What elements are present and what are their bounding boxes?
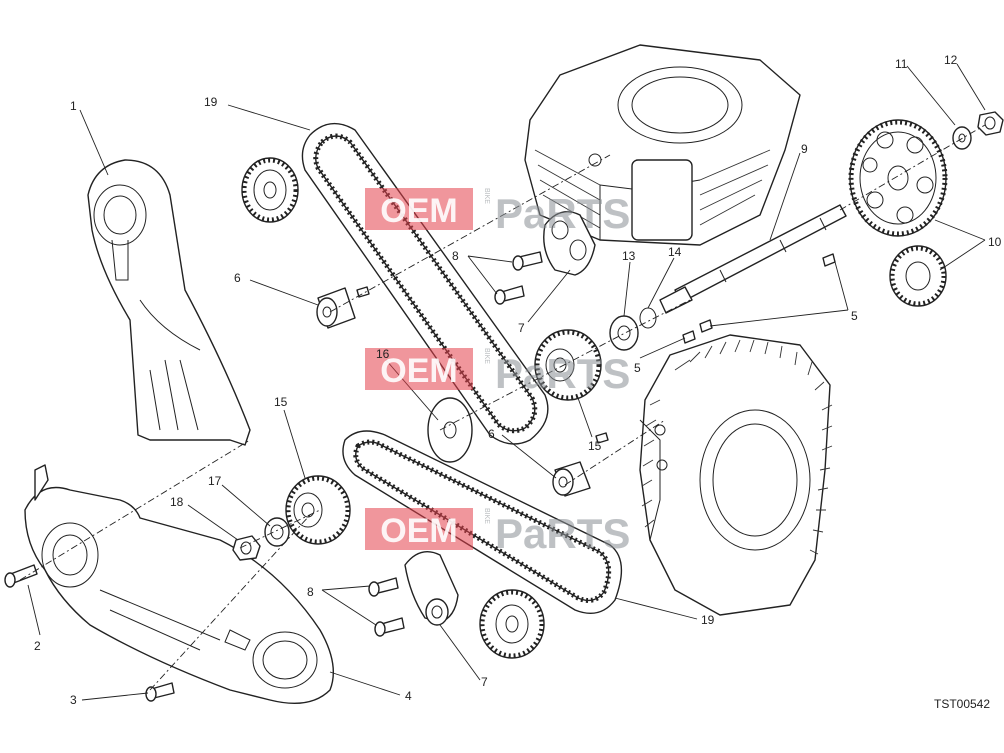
crank-pulley-upper [534,329,602,401]
svg-text:OEM: OEM [380,192,457,230]
callout-5-left: 5 [634,361,641,375]
watermark-lower: OEM BIKE PaRTS [365,508,630,557]
center-lines [19,124,986,691]
callout-11: 11 [895,57,908,71]
nut-12 [977,111,1004,136]
leader-lines [27,63,986,701]
cylinder-head [639,334,833,616]
washer-17 [264,517,290,547]
callout-8-lower: 8 [307,585,314,599]
timing-gear-small [889,245,947,307]
keys [682,253,836,344]
upper-belt-cover [87,159,251,446]
svg-text:BIKE: BIKE [483,508,490,524]
screws [4,251,609,702]
callout-15-upper: 15 [588,439,602,453]
svg-text:PaRTS: PaRTS [495,350,630,397]
tensioner-bracket-lower [404,551,459,626]
timing-belt-lower [342,430,623,614]
callout-12: 12 [944,53,958,67]
timing-gear-large [848,119,948,237]
tensioner-roller-upper [316,287,356,329]
watermark-upper: OEM BIKE PaRTS [365,188,630,237]
washer-13 [609,315,639,351]
timing-belt-upper [301,122,549,445]
watermark: OEM BIKE PaRTS OEM BIKE PaRTS OEM BIKE P… [365,188,630,557]
callout-7-upper: 7 [518,321,525,335]
camshaft-pulley-lower [479,589,545,659]
callout-13: 13 [622,249,636,263]
layshaft [659,204,847,314]
callout-6-lower: 6 [488,427,495,441]
reference-code: TST00542 [934,697,990,711]
callout-19-upper: 19 [204,95,218,109]
callout-4: 4 [405,689,412,703]
callout-15-lower: 15 [274,395,288,409]
svg-text:BIKE: BIKE [483,348,490,364]
callout-14: 14 [668,245,682,259]
tensioner-bracket-upper [543,211,596,276]
cylinder-block [524,44,801,246]
lower-belt-cover [24,464,335,705]
callout-10: 10 [988,235,1002,249]
callout-5-right: 5 [851,309,858,323]
callout-19-lower: 19 [701,613,715,627]
svg-text:OEM: OEM [380,352,457,390]
svg-text:PaRTS: PaRTS [495,510,630,557]
callout-2: 2 [34,639,41,653]
callout-8-upper: 8 [452,249,459,263]
callout-3: 3 [70,693,77,707]
svg-text:OEM: OEM [380,512,457,550]
watermark-middle: OEM BIKE PaRTS [365,348,630,397]
callout-17: 17 [208,474,222,488]
camshaft-pulley-upper-left [241,157,299,223]
callout-7-lower: 7 [481,675,488,689]
svg-text:PaRTS: PaRTS [495,190,630,237]
callout-16: 16 [376,347,390,361]
callout-1: 1 [70,99,77,113]
callout-18: 18 [170,495,184,509]
callout-6-upper: 6 [234,271,241,285]
svg-text:BIKE: BIKE [483,188,490,204]
callout-labels: 19 1 6 8 7 16 15 17 18 2 3 4 8 7 19 6 15… [34,53,1002,707]
crank-pulley-lower [285,475,351,545]
tensioner-roller-lower [552,461,591,497]
washer-16 [427,397,473,463]
callout-9: 9 [801,142,808,156]
